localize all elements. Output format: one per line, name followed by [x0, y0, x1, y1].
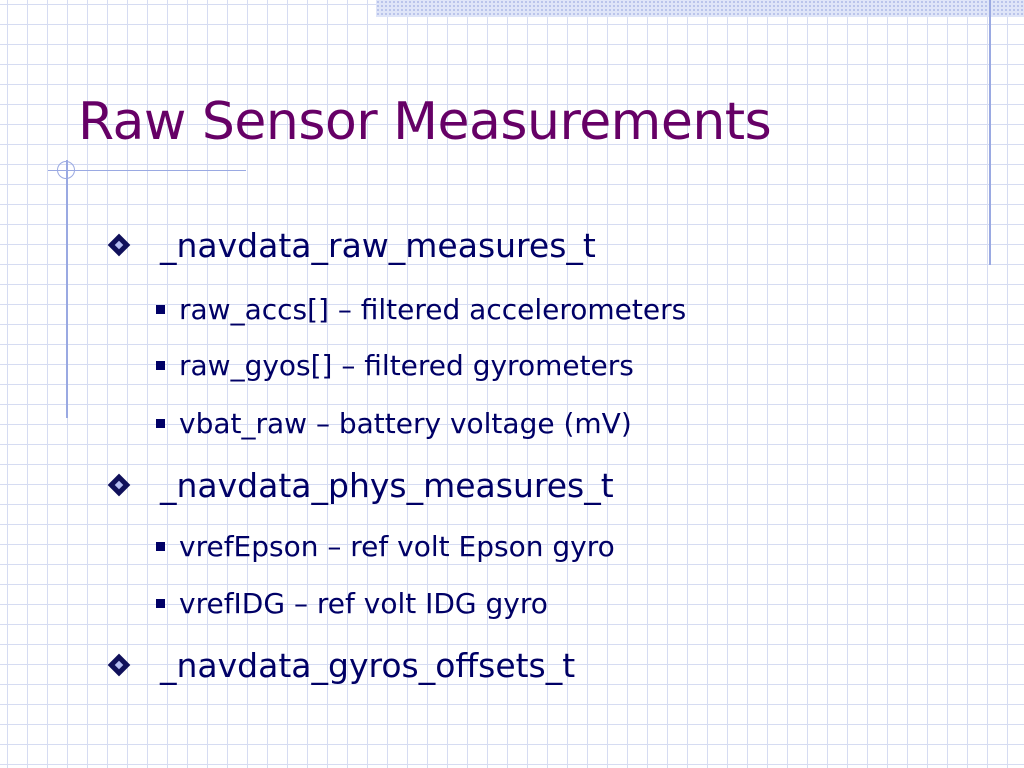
- sub-bullet-raw-accs: raw_accs[] – filtered accelerometers: [156, 292, 686, 328]
- top-decorative-band: [376, 0, 1024, 17]
- sub-bullet-vbat-raw: vbat_raw – battery voltage (mV): [156, 406, 632, 442]
- sub-bullet-label: vrefIDG – ref volt IDG gyro: [179, 587, 548, 620]
- sub-bullet-label: vrefEpson – ref volt Epson gyro: [179, 530, 615, 563]
- sub-bullet-label: raw_accs[] – filtered accelerometers: [179, 293, 687, 326]
- left-accent-line: [66, 160, 68, 418]
- bullet-item-navdata-gyros-offsets: _navdata_gyros_offsets_t: [108, 646, 575, 686]
- diamond-bullet-icon: [108, 474, 134, 500]
- right-accent-line: [989, 0, 991, 265]
- bullet-label: _navdata_phys_measures_t: [160, 466, 614, 505]
- square-bullet-icon: [156, 305, 165, 314]
- bullet-item-navdata-phys-measures: _navdata_phys_measures_t: [108, 466, 614, 506]
- square-bullet-icon: [156, 419, 165, 428]
- bullet-label: _navdata_gyros_offsets_t: [160, 646, 576, 685]
- sub-bullet-label: raw_gyos[] – filtered gyrometers: [179, 349, 634, 382]
- diamond-bullet-icon: [108, 234, 134, 260]
- title-underline-rule: [48, 170, 246, 171]
- sub-bullet-label: vbat_raw – battery voltage (mV): [179, 407, 632, 440]
- sub-bullet-vref-epson: vrefEpson – ref volt Epson gyro: [156, 529, 615, 565]
- bullet-item-navdata-raw-measures: _navdata_raw_measures_t: [108, 226, 596, 266]
- sub-bullet-vref-idg: vrefIDG – ref volt IDG gyro: [156, 586, 548, 622]
- corner-circle-ornament: [57, 161, 75, 179]
- square-bullet-icon: [156, 361, 165, 370]
- bullet-label: _navdata_raw_measures_t: [160, 226, 596, 265]
- sub-bullet-raw-gyos: raw_gyos[] – filtered gyrometers: [156, 348, 634, 384]
- slide-title: Raw Sensor Measurements: [78, 92, 772, 152]
- square-bullet-icon: [156, 542, 165, 551]
- square-bullet-icon: [156, 599, 165, 608]
- diamond-bullet-icon: [108, 654, 134, 680]
